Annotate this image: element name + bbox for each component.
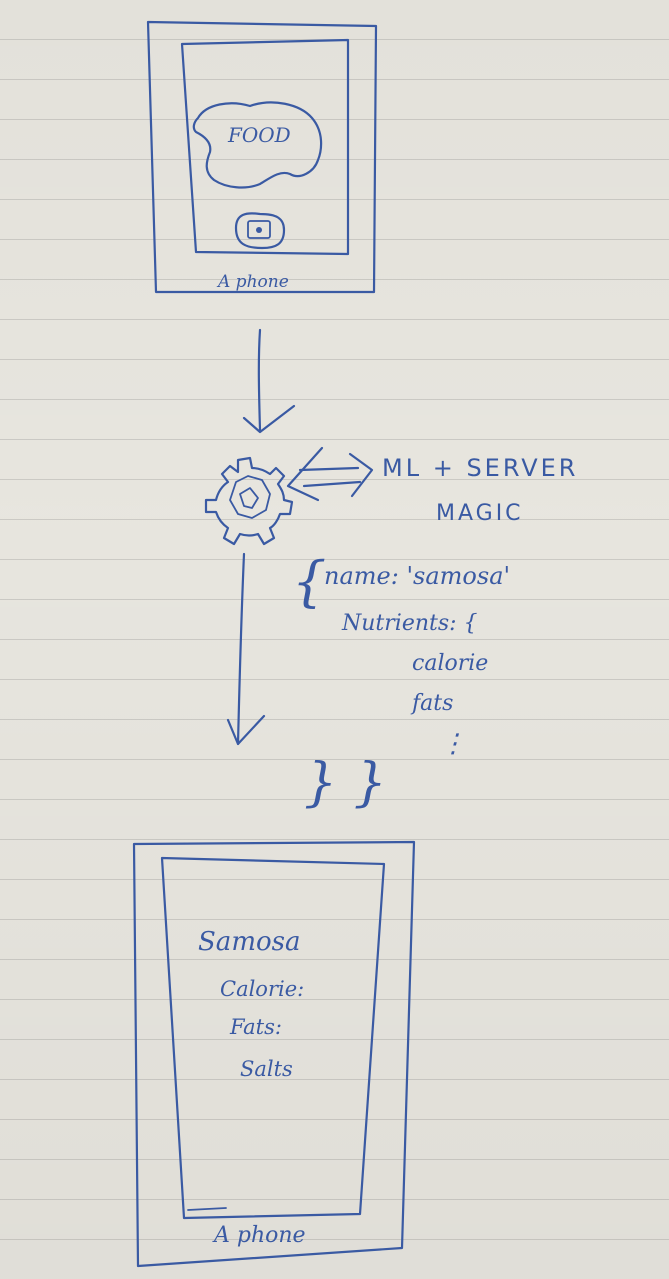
result-line-salts: Salts xyxy=(240,1057,293,1081)
json-item-calorie: calorie xyxy=(412,651,488,676)
json-close-braces: } } xyxy=(304,753,387,813)
food-label: FOOD xyxy=(227,123,291,147)
json-response: { name: 'samosa' Nutrients: { calorie fa… xyxy=(292,550,510,813)
phone-bottom-label: A phone xyxy=(212,1223,306,1248)
arrow-phone-to-server xyxy=(242,328,296,434)
result-line-fats: Fats: xyxy=(229,1015,282,1039)
arrow-gear-to-ml-server xyxy=(286,446,374,502)
phone-bottom: Samosa Calorie: Fats: Salts A phone xyxy=(132,840,416,1268)
phone-top-outer-frame xyxy=(146,20,378,294)
json-nutrients-line: Nutrients: { xyxy=(341,611,478,636)
phone-bottom-screen xyxy=(160,856,386,1220)
server-gear-icon xyxy=(204,456,294,546)
json-open-brace: { xyxy=(292,550,326,613)
server-label-line1: ML + SERVER xyxy=(382,454,578,482)
phone-top-screen xyxy=(180,38,350,256)
camera-button-icon[interactable] xyxy=(234,212,286,250)
phone-bottom-outer-frame xyxy=(132,840,416,1268)
phone-top-label: A phone xyxy=(216,272,289,292)
food-blob-shape xyxy=(192,101,323,189)
server-label-line2: MAGIC xyxy=(436,501,524,526)
result-title: Samosa xyxy=(198,927,300,957)
result-line-calorie: Calorie: xyxy=(220,977,304,1001)
json-name-line: name: 'samosa' xyxy=(324,562,510,590)
json-ellipsis: ⋮ xyxy=(440,729,466,759)
arrow-server-to-phone xyxy=(226,552,266,746)
json-item-fats: fats xyxy=(410,691,453,716)
phone-top: FOOD A phone xyxy=(146,20,378,294)
